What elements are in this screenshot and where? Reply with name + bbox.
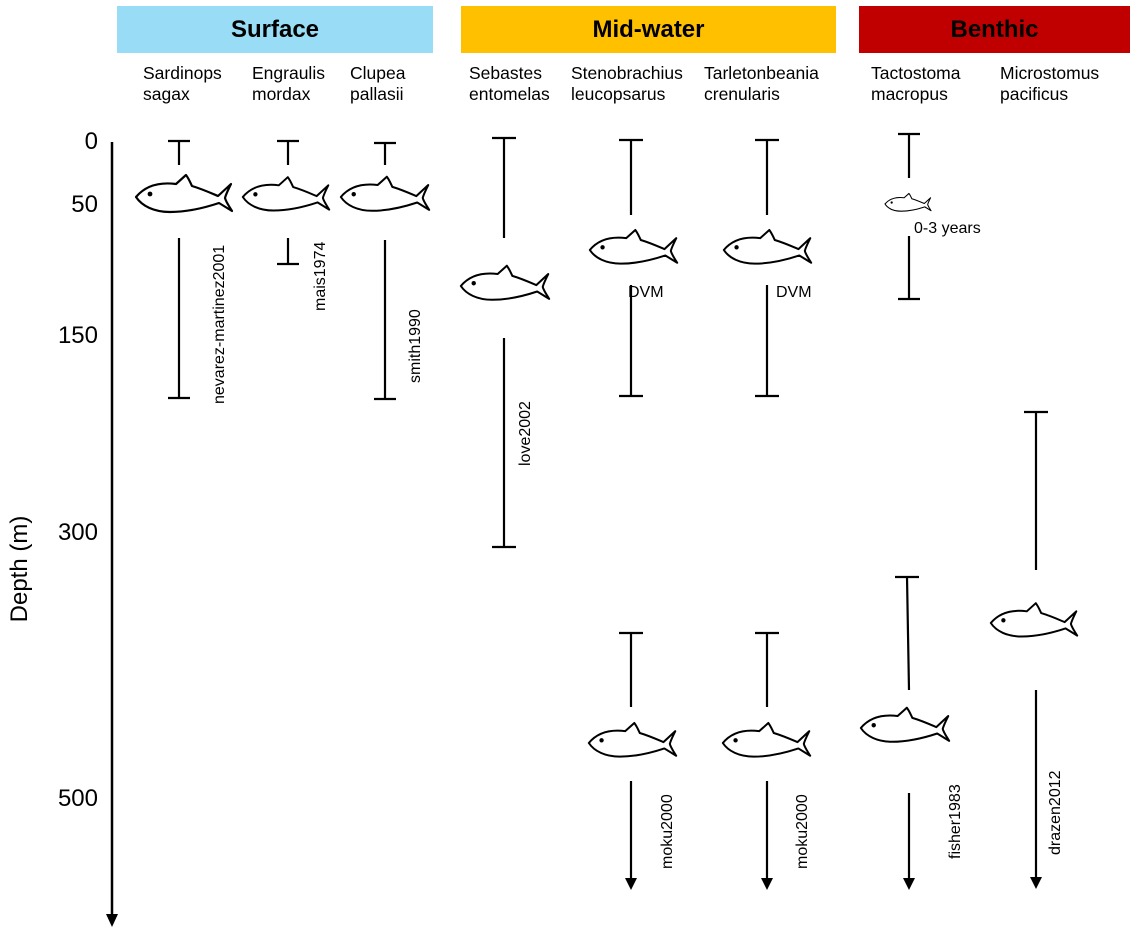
species-stenobrachius-leucopsarus: Stenobrachius leucopsarus — [571, 63, 683, 104]
zone-benthic-header: Benthic — [859, 6, 1130, 53]
fish-icon — [588, 228, 679, 265]
arrowhead-microstomus — [1030, 877, 1042, 889]
fish-icon — [722, 228, 813, 265]
range-sebastes-entomelas — [492, 136, 516, 549]
ref-fisher1983: fisher1983 — [947, 784, 964, 859]
fish-icon — [339, 175, 431, 212]
label-juvenile-age: 0-3 years — [914, 220, 981, 237]
fish-icon — [587, 721, 678, 758]
label-dvm-stenobrachius: DVM — [628, 284, 664, 301]
species-tarletonbeania-crenularis: Tarletonbeania crenularis — [704, 63, 819, 104]
label-dvm-tarletonbeania: DVM — [776, 284, 812, 301]
arrowhead-tarletonbeania — [761, 878, 773, 890]
range-arrowheads — [625, 877, 1042, 890]
ref-mais1974: mais1974 — [312, 242, 329, 311]
fish-icon — [989, 602, 1079, 638]
fish-icon — [459, 264, 551, 301]
ref-nevarez-martinez2001: nevarez-martinez2001 — [211, 245, 228, 404]
fish-icon — [721, 721, 812, 758]
species-sebastes-entomelas: Sebastes entomelas — [469, 63, 550, 104]
fish-icon — [241, 176, 331, 212]
species-tactostoma-macropus: Tactostoma macropus — [871, 63, 961, 104]
depth-tick-150: 150 — [57, 322, 98, 349]
species-engraulis-mordax: Engraulis mordax — [252, 63, 325, 104]
range-tactostoma-macropus — [895, 132, 920, 880]
range-engraulis-mordax — [277, 139, 299, 266]
range-clupea-pallasii — [374, 141, 396, 401]
zone-surface-header: Surface — [117, 6, 433, 53]
arrowhead-tactostoma — [903, 878, 915, 890]
depth-tick-300: 300 — [57, 519, 98, 546]
fish-icon-small — [884, 192, 932, 212]
ref-moku2000-stenobrachius: moku2000 — [659, 794, 676, 869]
range-microstomus-pacificus — [1024, 410, 1048, 879]
ref-moku2000-tarletonbeania: moku2000 — [794, 794, 811, 869]
depth-tick-500: 500 — [57, 785, 98, 812]
ref-smith1990: smith1990 — [407, 309, 424, 383]
species-sardinops-sagax: Sardinops sagax — [143, 63, 222, 104]
fish-icon — [134, 173, 234, 214]
range-sardinops-sagax — [168, 139, 190, 400]
ref-love2002: love2002 — [517, 401, 534, 466]
range-stenobrachius-leucopsarus — [619, 138, 643, 878]
ref-drazen2012: drazen2012 — [1047, 770, 1064, 855]
arrowhead-stenobrachius — [625, 878, 637, 890]
depth-tick-0: 0 — [84, 128, 98, 155]
zone-midwater-header: Mid-water — [461, 6, 836, 53]
depth-axis-line — [106, 142, 118, 927]
fish-icon — [859, 706, 951, 743]
species-microstomus-pacificus: Microstomus pacificus — [1000, 63, 1100, 104]
depth-tick-50: 50 — [71, 191, 98, 218]
range-tarletonbeania-crenularis — [755, 138, 779, 878]
species-clupea-pallasii: Clupea pallasii — [350, 63, 406, 104]
